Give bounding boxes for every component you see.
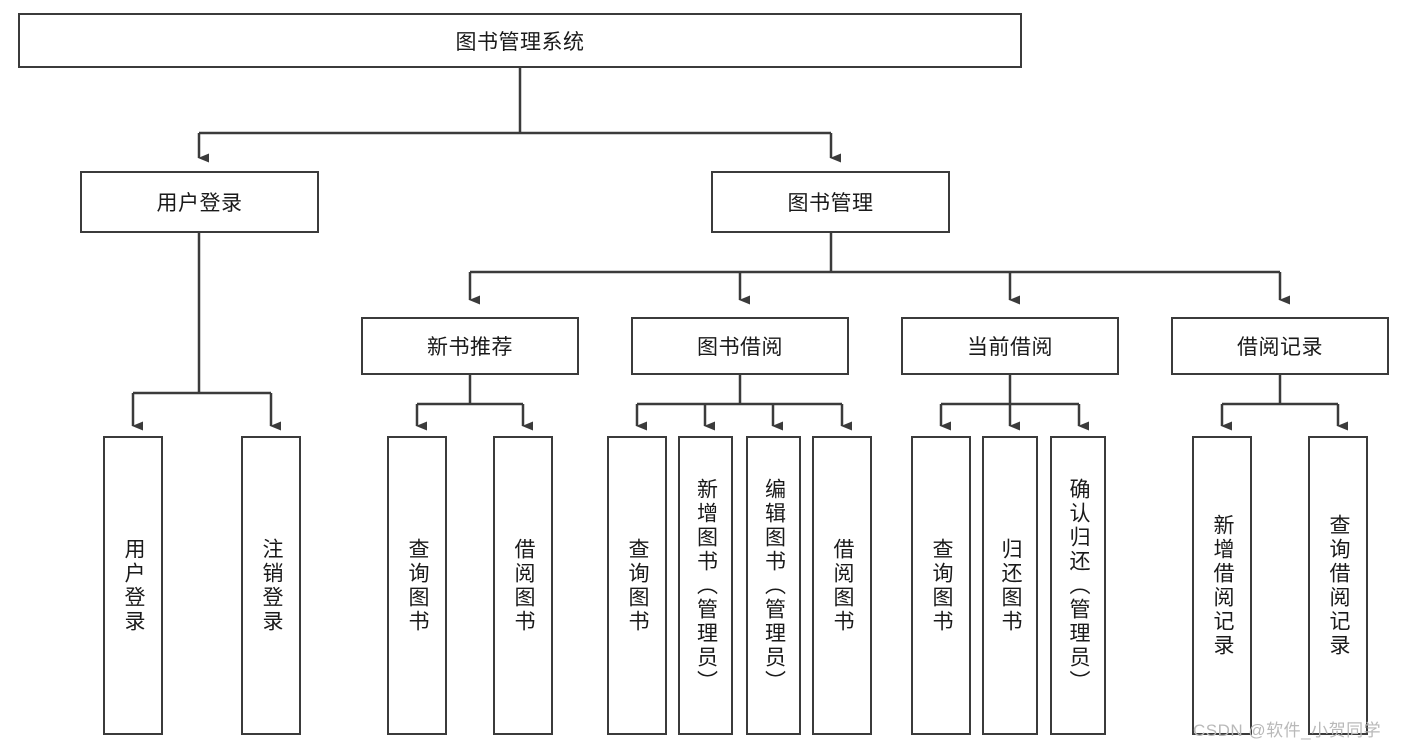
node-new-book-recommend-label: 新书推荐: [427, 336, 513, 359]
node-leaf-confirm-return-label: 确认归还（管理员）: [1067, 477, 1091, 694]
node-root[interactable]: 图书管理系统: [18, 13, 1022, 68]
watermark-text: CSDN @软件_小贺同学: [1193, 721, 1382, 740]
node-leaf-borrow-book-2-label: 借阅图书: [831, 537, 855, 634]
node-borrow-record[interactable]: 借阅记录: [1171, 317, 1389, 375]
node-user-login-label: 用户登录: [156, 192, 243, 215]
node-leaf-query-book-1[interactable]: 查询图书: [387, 436, 447, 735]
node-leaf-borrow-book-2[interactable]: 借阅图书: [812, 436, 872, 735]
node-leaf-confirm-return[interactable]: 确认归还（管理员）: [1050, 436, 1106, 735]
node-current-borrow-label: 当前借阅: [967, 336, 1053, 359]
node-leaf-query-record[interactable]: 查询借阅记录: [1308, 436, 1368, 735]
node-leaf-add-record[interactable]: 新增借阅记录: [1192, 436, 1252, 735]
node-new-book-recommend[interactable]: 新书推荐: [361, 317, 579, 375]
node-leaf-query-book-3-label: 查询图书: [930, 537, 954, 634]
node-current-borrow[interactable]: 当前借阅: [901, 317, 1119, 375]
node-leaf-query-book-2[interactable]: 查询图书: [607, 436, 667, 735]
node-leaf-query-record-label: 查询借阅记录: [1327, 513, 1351, 658]
node-leaf-add-book[interactable]: 新增图书（管理员）: [678, 436, 733, 735]
node-borrow-record-label: 借阅记录: [1237, 336, 1323, 359]
node-leaf-return-book[interactable]: 归还图书: [982, 436, 1038, 735]
node-leaf-borrow-book-1-label: 借阅图书: [512, 537, 536, 634]
node-leaf-user-login[interactable]: 用户登录: [103, 436, 163, 735]
node-user-login[interactable]: 用户登录: [80, 171, 319, 233]
node-leaf-edit-book-label: 编辑图书（管理员）: [762, 477, 786, 694]
node-leaf-user-login-label: 用户登录: [122, 537, 146, 634]
node-root-label: 图书管理系统: [455, 30, 585, 54]
node-leaf-logout-login-label: 注销登录: [260, 537, 284, 634]
node-leaf-add-record-label: 新增借阅记录: [1211, 513, 1235, 658]
node-leaf-return-book-label: 归还图书: [999, 537, 1023, 634]
node-leaf-query-book-1-label: 查询图书: [406, 537, 430, 634]
node-leaf-query-book-3[interactable]: 查询图书: [911, 436, 971, 735]
node-book-manage-label: 图书管理: [787, 192, 874, 215]
node-book-borrow-label: 图书借阅: [697, 336, 783, 359]
node-leaf-borrow-book-1[interactable]: 借阅图书: [493, 436, 553, 735]
node-leaf-logout-login[interactable]: 注销登录: [241, 436, 301, 735]
node-book-borrow[interactable]: 图书借阅: [631, 317, 849, 375]
node-leaf-add-book-label: 新增图书（管理员）: [694, 477, 718, 694]
node-leaf-query-book-2-label: 查询图书: [626, 537, 650, 634]
node-book-manage[interactable]: 图书管理: [711, 171, 950, 233]
node-leaf-edit-book[interactable]: 编辑图书（管理员）: [746, 436, 801, 735]
